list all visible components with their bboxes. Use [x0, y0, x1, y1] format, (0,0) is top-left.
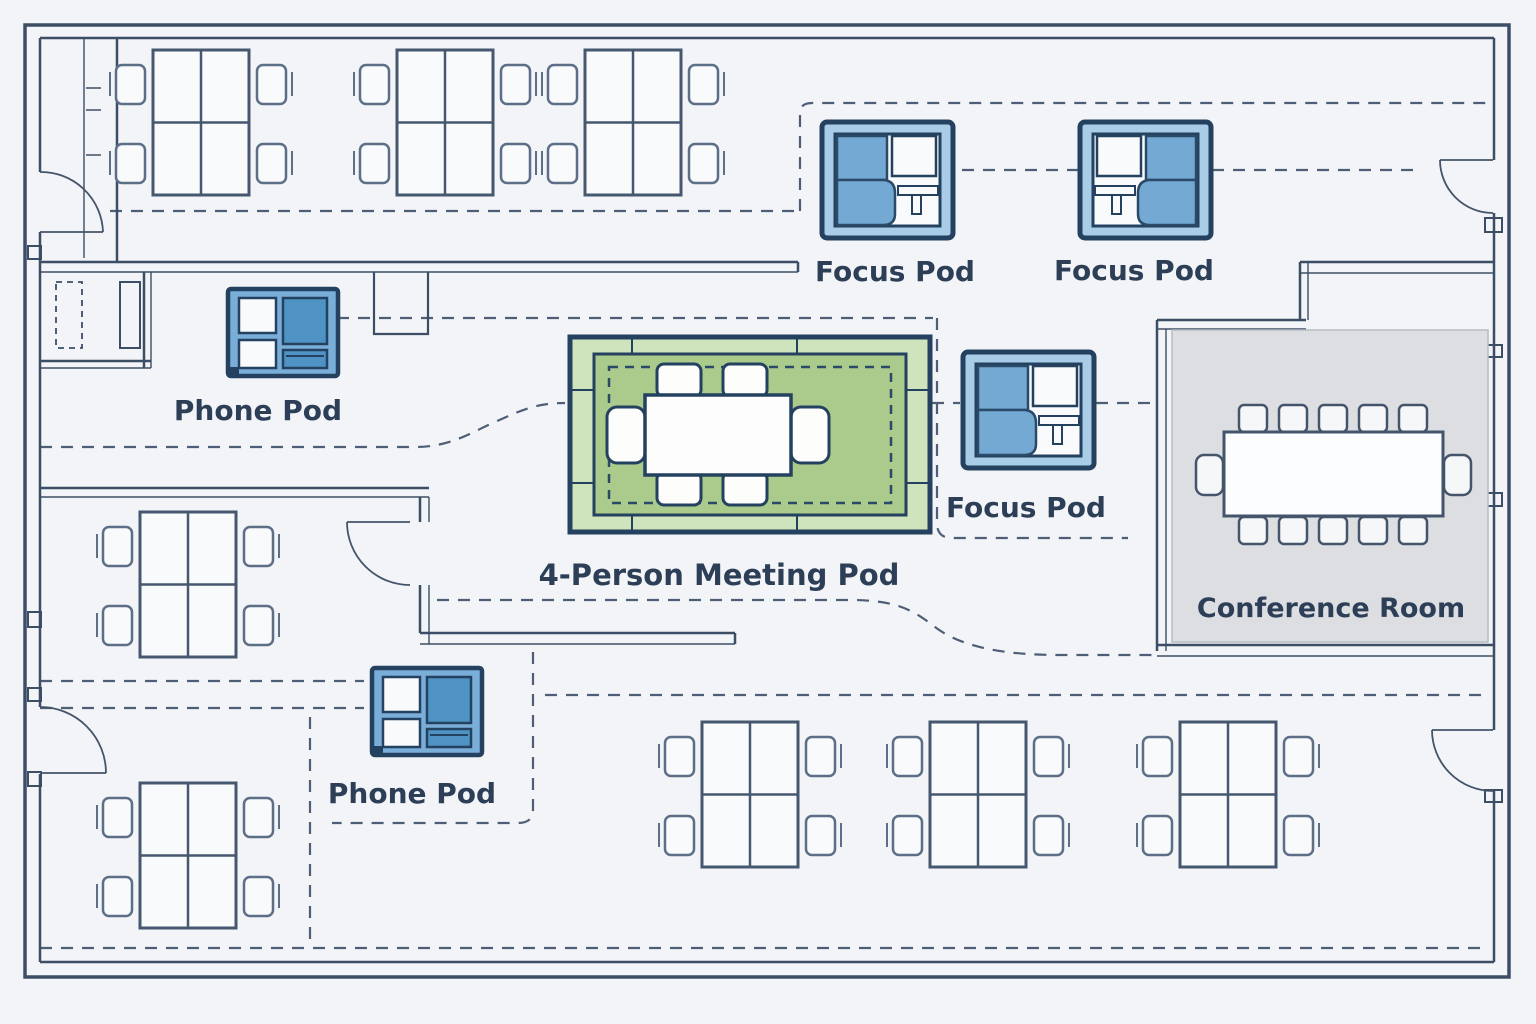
circulation-dashed-paths — [40, 101, 1488, 950]
meeting-chair — [721, 362, 769, 399]
focus-pod — [1080, 122, 1211, 238]
door-arcs — [39, 159, 1494, 792]
phone-pod — [228, 289, 338, 376]
conference-end-chair — [1442, 453, 1473, 497]
phone-pod-label-lower: Phone Pod — [328, 777, 496, 810]
meeting-chair — [789, 405, 831, 465]
phone-pod — [372, 668, 482, 755]
conference-room-label: Conference Room — [1197, 593, 1465, 624]
meeting-pod-label: 4-Person Meeting Pod — [539, 558, 900, 592]
door-top-right — [1439, 159, 1494, 214]
meeting-table — [643, 393, 793, 477]
meeting-chair — [721, 470, 769, 507]
meeting-chair — [655, 362, 703, 399]
focus-pod-label-top-left: Focus Pod — [815, 255, 975, 288]
conference-room — [1171, 329, 1489, 643]
conference-end-chair — [1194, 453, 1225, 497]
meeting-pod — [567, 334, 933, 535]
meeting-chair — [655, 470, 703, 507]
meeting-chair — [605, 405, 647, 465]
focus-pod — [963, 352, 1094, 468]
door-bottom-right — [1431, 729, 1494, 792]
phone-pod-label-upper: Phone Pod — [174, 394, 342, 427]
door-bottom-left — [39, 706, 107, 774]
conference-table — [1222, 430, 1445, 518]
focus-pod — [822, 122, 953, 238]
focus-pod-label-center: Focus Pod — [946, 491, 1106, 524]
door-top-left — [39, 171, 104, 233]
focus-pod-label-top-right: Focus Pod — [1054, 254, 1214, 287]
door-left-office — [346, 521, 411, 586]
walls — [23, 23, 1511, 979]
outer-wall — [23, 23, 1511, 979]
